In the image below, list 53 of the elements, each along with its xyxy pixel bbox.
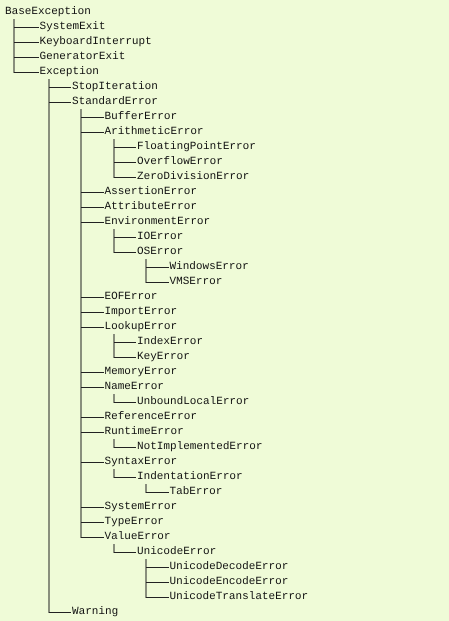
class-name: TypeError [104, 516, 165, 529]
class-name: SystemExit [38, 21, 107, 34]
tree-connector [146, 484, 170, 493]
class-name: LookupError [104, 321, 178, 334]
class-name: WindowsError [168, 261, 250, 274]
class-name: BufferError [104, 111, 178, 124]
class-name: SystemError [104, 501, 178, 514]
class-name: UnicodeEncodeError [168, 576, 290, 589]
class-name: ZeroDivisionError [136, 171, 250, 184]
class-name: MemoryError [104, 366, 178, 379]
class-name: ReferenceError [104, 411, 198, 424]
tree-connector [114, 468, 136, 478]
class-name: BaseException [4, 6, 92, 19]
tree-connector [48, 78, 72, 613]
class-name: UnicodeTranslateError [168, 591, 310, 604]
class-name: StandardError [71, 96, 159, 109]
class-name: AssertionError [104, 186, 198, 199]
tree-connector [114, 544, 136, 553]
class-name: RuntimeError [104, 426, 185, 439]
tree-connector [114, 438, 136, 448]
class-name: SyntaxError [104, 456, 178, 469]
class-name: NameError [104, 381, 165, 394]
class-name: ArithmeticError [104, 126, 205, 139]
tree-connector [114, 228, 136, 253]
tree-connector [14, 18, 40, 73]
class-name: EOFError [104, 291, 158, 304]
class-name: TabError [168, 486, 224, 499]
class-name: OverflowError [136, 156, 224, 169]
class-name: VMSError [168, 276, 224, 289]
class-name: Warning [71, 606, 120, 619]
class-name: ValueError [104, 531, 172, 544]
class-name: FloatingPointError [136, 141, 257, 154]
class-name: EnvironmentError [104, 216, 212, 229]
tree-connector [146, 558, 170, 598]
tree-connector [146, 258, 170, 283]
class-name: KeyError [136, 351, 191, 364]
class-name: UnboundLocalError [136, 396, 250, 409]
class-name: GeneratorExit [38, 51, 126, 64]
class-name: KeyboardInterrupt [38, 36, 153, 49]
class-name: StopIteration [71, 81, 159, 94]
class-name: ImportError [104, 306, 178, 319]
tree-connector [114, 138, 136, 178]
class-name: OSError [136, 246, 184, 259]
class-name: NotImplementedError [136, 441, 264, 454]
class-name: AttributeError [104, 201, 198, 214]
class-name: IndentationError [136, 471, 244, 484]
class-name: Exception [38, 66, 100, 79]
class-name: UnicodeError [136, 546, 218, 559]
class-name: UnicodeDecodeError [168, 561, 290, 574]
tree-connector [114, 334, 136, 358]
class-name: IndexError [136, 336, 204, 349]
class-name: IOError [136, 231, 184, 244]
tree-connector [114, 394, 136, 403]
